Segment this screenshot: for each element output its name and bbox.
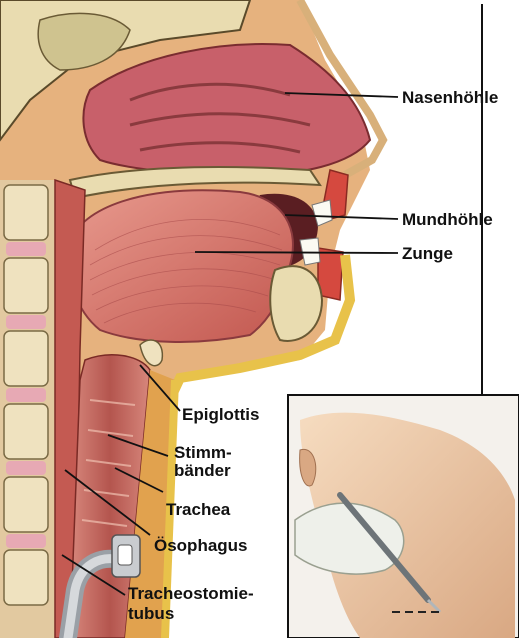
label-stimmbaender-1: Stimm- (174, 443, 232, 462)
label-trachea: Trachea (166, 500, 230, 519)
label-epiglottis: Epiglottis (182, 405, 259, 424)
label-mundhoehle: Mundhöhle (402, 210, 493, 229)
label-zunge: Zunge (402, 244, 453, 263)
tongue (69, 190, 293, 342)
label-stimmbaender-2: bänder (174, 461, 231, 480)
inset-panel (288, 395, 519, 638)
label-tubus-2: tubus (128, 604, 174, 623)
label-nasenhoehle: Nasenhöhle (402, 88, 498, 107)
label-oesophagus: Ösophagus (154, 536, 248, 555)
label-tubus-1: Tracheostomie- (128, 584, 254, 603)
